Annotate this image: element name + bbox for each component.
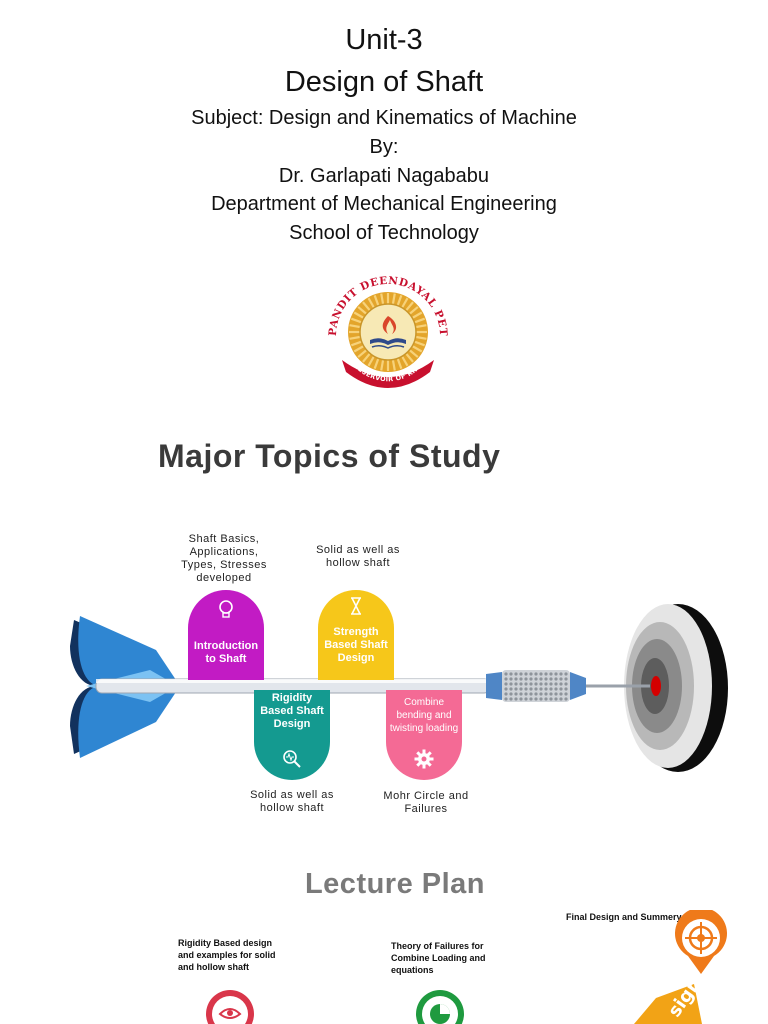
hourglass-icon [318,596,394,621]
chart-pie-icon [416,990,464,1024]
topic-caption: Shaft Basics, Applications, Types, Stres… [181,533,267,584]
section-heading-topics: Major Topics of Study [158,438,501,474]
unit-heading: Unit-3 [345,24,423,56]
topic-pill-combined-loading: Combine bending and twisting loading [386,690,462,780]
topic-pill-rigidity: Rigidity Based Shaft Design [254,690,330,780]
eye-icon [206,990,254,1024]
by-line: By: [369,136,399,158]
lecture-note: Final Design and Summery [566,912,682,922]
section-heading-lecture-plan: Lecture Plan [304,868,486,900]
book-icon [370,338,406,349]
university-logo: PANDIT DEENDAYAL PETROLEUM UNIVERSITY A … [318,264,455,401]
topic-label: Strength Based Shaft Design [324,626,388,664]
topic-caption: Solid as well as hollow shaft [250,789,334,814]
target-pin-icon [675,910,727,974]
topic-label: Rigidity Based Shaft Design [260,692,324,730]
author-name: Dr. Garlapati Nagababu [278,165,490,187]
topic-caption: Mohr Circle and Failures [383,790,469,815]
page-title: Design of Shaft [284,66,484,98]
flame-icon [382,316,397,334]
magnifier-icon [254,748,330,775]
subject-line: Subject: Design and Kinematics of Machin… [191,107,577,129]
school-name: School of Technology [289,222,479,244]
dart-infographic [70,604,728,772]
lecture-note: Rigidity Based design and examples for s… [178,938,276,972]
design-banner: sign [634,980,706,1024]
dart-flight [70,616,180,758]
topic-pill-introduction: Introduction to Shaft [188,590,264,680]
sun-emblem [348,292,428,372]
dart-barrel [486,670,650,702]
target-board [624,604,728,772]
topic-caption: Solid as well as hollow shaft [316,544,400,569]
topic-pill-strength: Strength Based Shaft Design [318,590,394,680]
topic-label: Combine bending and twisting loading [389,697,459,734]
lightbulb-icon [188,598,264,625]
gear-icon [386,748,462,775]
lecture-note: Theory of Failures for Combine Loading a… [391,941,486,975]
department-name: Department of Mechanical Engineering [211,193,557,215]
topic-label: Introduction to Shaft [193,640,259,665]
